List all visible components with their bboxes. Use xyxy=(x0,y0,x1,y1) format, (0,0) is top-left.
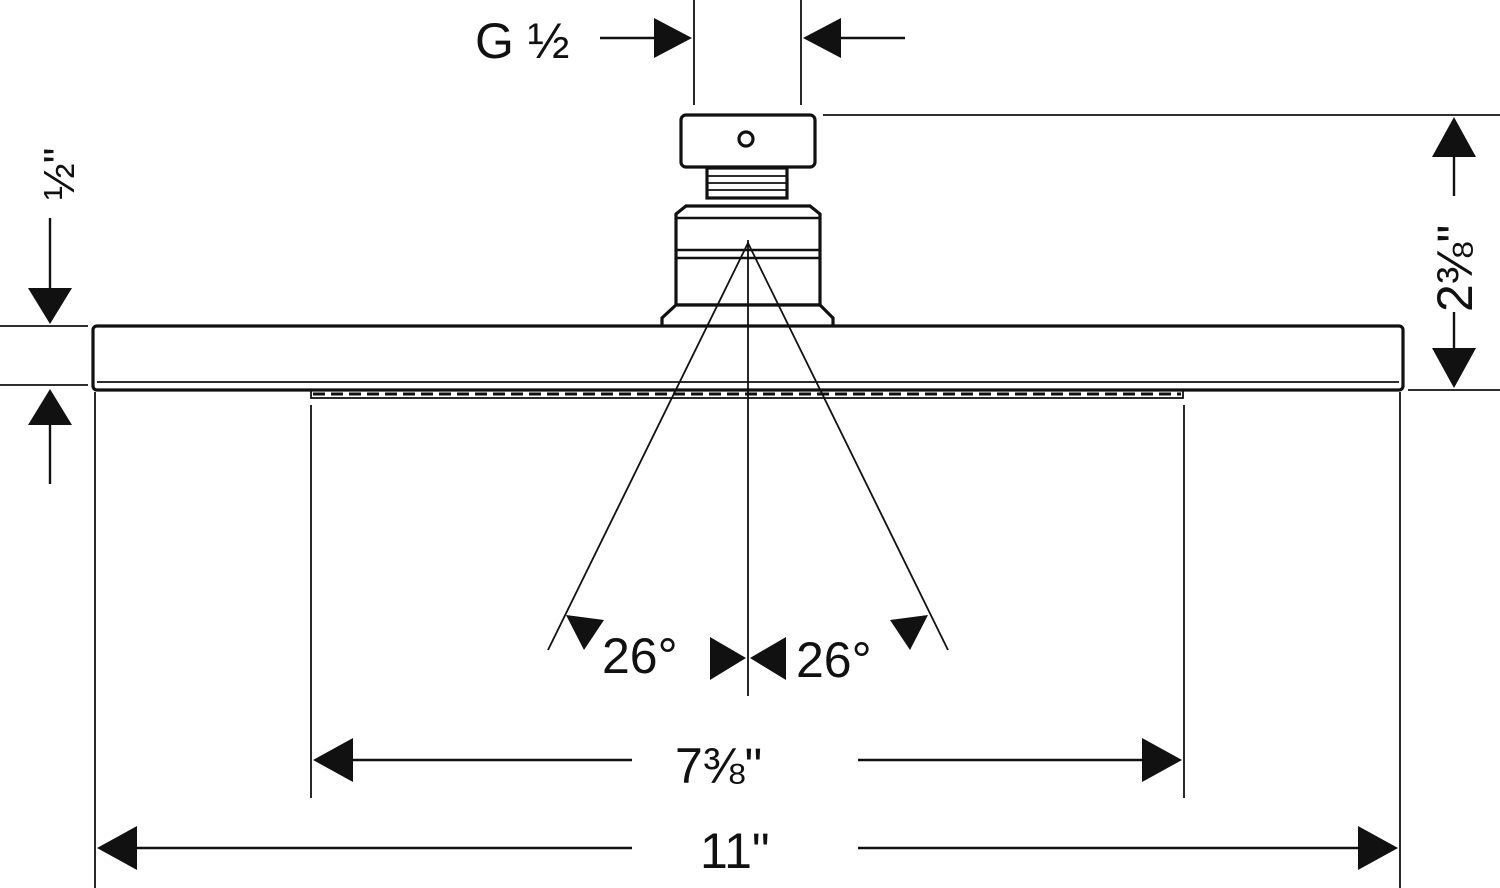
thickness-arrow-up xyxy=(28,389,72,425)
angle-arrow-center-left xyxy=(710,637,746,680)
spray-face-width-label: 7⅜" xyxy=(675,738,762,794)
thread-arrow-left xyxy=(654,18,692,58)
angle-arrow-outer-left xyxy=(566,615,604,650)
nozzle-strip xyxy=(310,389,1184,399)
thickness-arrow-down xyxy=(28,288,72,324)
spray-angle-left-label: 26° xyxy=(602,628,678,684)
thread-arrow-right xyxy=(803,18,841,58)
plate-thickness-dimension: ½" xyxy=(0,148,88,484)
thread-size-label: G ½ xyxy=(475,13,569,69)
thread-dimension: G ½ xyxy=(475,0,905,105)
height-arrow-up xyxy=(1432,117,1476,157)
connector-set-screw xyxy=(737,130,755,148)
angle-arrow-outer-right xyxy=(890,615,928,650)
overall-width-label: 11" xyxy=(700,823,770,879)
overall-height-dimension: 2⅜" xyxy=(823,114,1500,391)
overall-width-arrow-left xyxy=(97,826,137,870)
height-arrow-down xyxy=(1432,348,1476,388)
spray-angle-dimension: 26° 26° xyxy=(547,240,949,696)
plate-thickness-label: ½" xyxy=(35,148,84,200)
face-width-arrow-left xyxy=(313,738,353,782)
overall-width-arrow-right xyxy=(1358,826,1398,870)
overall-height-label: 2⅜" xyxy=(1427,225,1483,312)
overall-width-dimension: 11" xyxy=(94,392,1401,888)
face-width-arrow-right xyxy=(1142,738,1182,782)
spray-angle-right-label: 26° xyxy=(796,632,872,688)
angle-arrow-center-right xyxy=(750,637,786,680)
spray-face-width-dimension: 7⅜" xyxy=(310,405,1185,798)
